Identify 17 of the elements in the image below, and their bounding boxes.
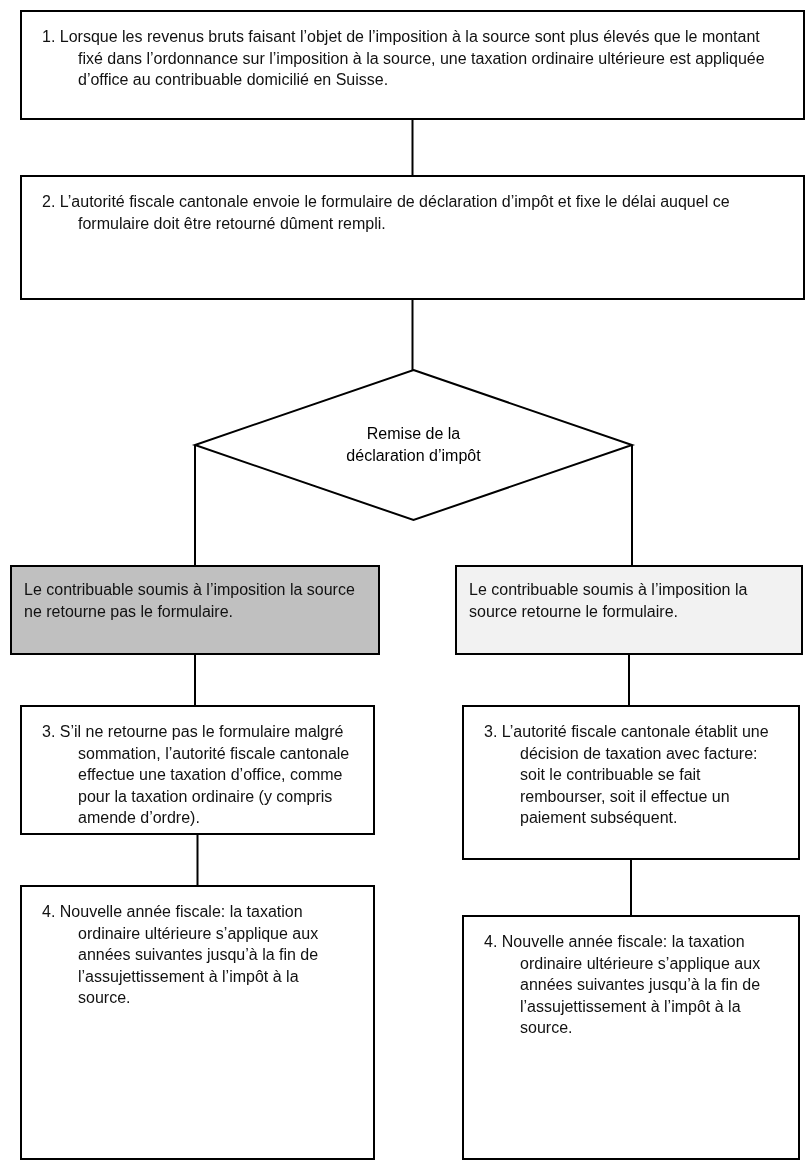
connector-line: [630, 859, 632, 916]
connector-line: [196, 834, 199, 886]
connector-line: [628, 654, 630, 706]
process-box: 4. Nouvelle année fiscale: la taxation ordinaire ultérieure s’applique aux années suivantes jusqu’à la fin de l’assujettissement à l’impôt à la source.: [462, 915, 800, 1160]
connector-line: [194, 444, 196, 566]
connector-line: [411, 119, 414, 176]
connector-line: [631, 444, 633, 566]
connector-line: [411, 299, 414, 371]
outcome-box: Le contribuable soumis à l’imposition la source ne retourne pas le formulaire.: [10, 565, 380, 655]
connector-line: [194, 654, 196, 706]
process-box: 4. Nouvelle année fiscale: la taxation ordinaire ultérieure s’applique aux années suivantes jusqu’à la fin de l’assujettissement à l’impôt à la source.: [20, 885, 375, 1160]
process-box: 2. L’autorité fiscale cantonale envoie le formulaire de déclaration d’impôt et fixe le délai auquel ce formulaire doit être retourné dûment rempli.: [20, 175, 805, 300]
process-box: 3. L’autorité fiscale cantonale établit une décision de taxation avec facture: soit le contribuable se fait rembourser, soit il effectue un paiement subséquent.: [462, 705, 800, 860]
process-box: 1. Lorsque les revenus bruts faisant l’objet de l’imposition à la source sont plus élevés que le montant fixé dans l’ordonnance sur l’imposition à la source, une taxation ordinaire ultérieure est appliquée d’office au contribuable domicilié en Suisse.: [20, 10, 805, 120]
decision-text: Remise de la déclaration d’impôt: [345, 424, 482, 466]
outcome-box: Le contribuable soumis à l’imposition la source retourne le formulaire.: [455, 565, 803, 655]
process-box: 3. S’il ne retourne pas le formulaire malgré sommation, l’autorité fiscale cantonale effectue une taxation d’office, comme pour la taxation ordinaire (y compris amende d’ordre).: [20, 705, 375, 835]
